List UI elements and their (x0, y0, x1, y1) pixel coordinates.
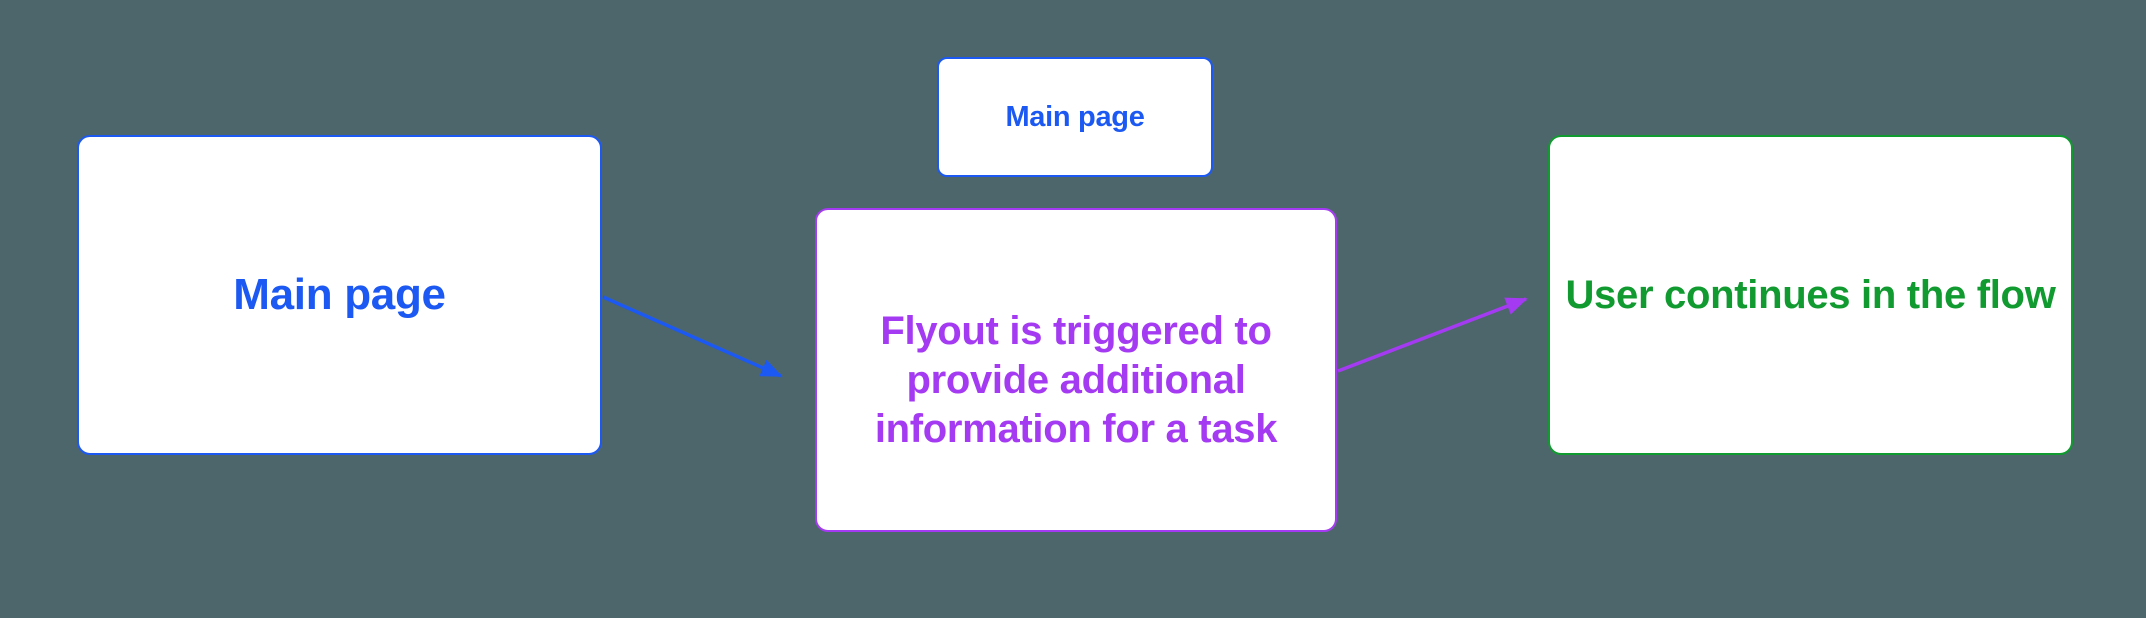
node-main-page-small-label: Main page (1005, 100, 1145, 133)
node-flyout-label: Flyout is triggered to provide additiona… (874, 308, 1278, 451)
node-flyout[interactable]: Flyout is triggered to provide additiona… (815, 208, 1337, 532)
node-main-page-small[interactable]: Main page (937, 57, 1213, 177)
connector-main-to-flyout (602, 295, 783, 378)
node-user-continues-label: User continues in the flow (1565, 272, 2056, 317)
connector-flyout-to-continue (1337, 297, 1528, 373)
node-main-page[interactable]: Main page (77, 135, 602, 455)
node-main-page-label: Main page (233, 270, 446, 319)
node-user-continues[interactable]: User continues in the flow (1548, 135, 2073, 455)
